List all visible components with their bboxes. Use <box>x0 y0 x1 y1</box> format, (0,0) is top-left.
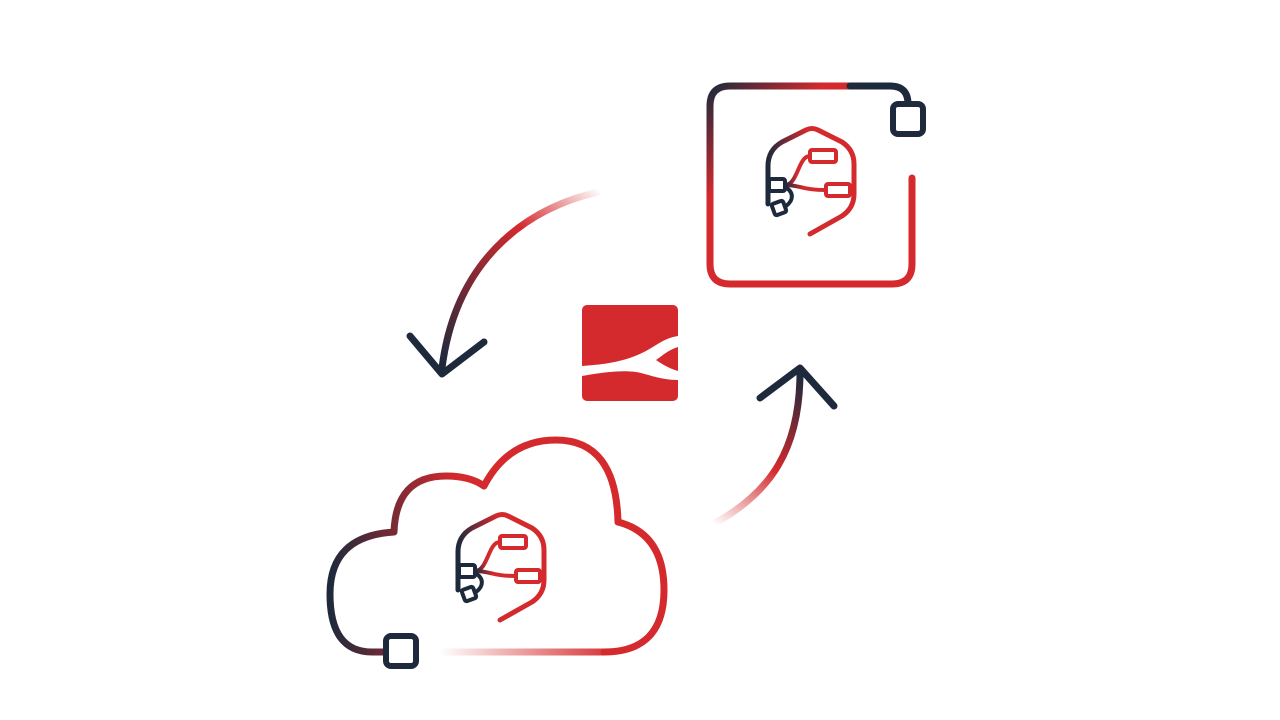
flow-logo-icon <box>458 515 544 621</box>
arrow-up-icon <box>713 364 838 526</box>
brand-logo-icon <box>582 305 678 401</box>
cloud-connector-node-icon <box>383 633 419 669</box>
microchip-icon <box>669 42 955 329</box>
cloud-icon <box>326 436 668 669</box>
chip-connector-node-icon <box>890 101 926 137</box>
arrow-down-icon <box>406 188 602 378</box>
flow-logo-icon <box>768 129 854 235</box>
